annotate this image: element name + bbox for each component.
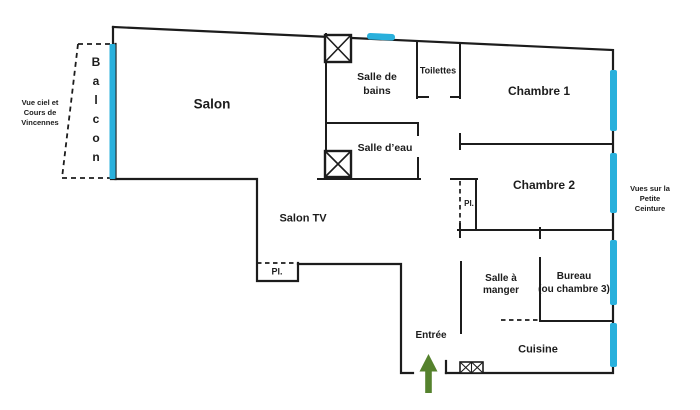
- view-note-right-line2: Petite Ceinture: [634, 194, 666, 213]
- room-label-balcon: Balcon: [89, 55, 103, 169]
- duct-box-icon-bains: [323, 33, 353, 64]
- closet-label-salon-tv: Pl.: [271, 266, 283, 277]
- window-chambre1: [610, 70, 617, 131]
- view-note-right-line1: Vues sur la: [630, 184, 670, 193]
- room-label-salle-de-bains-line1: Salle de: [357, 70, 397, 83]
- room-label-chambre2: Chambre 2: [512, 178, 576, 192]
- closet-label-chambre2: Pl.: [464, 199, 474, 208]
- window-balcony: [109, 44, 116, 179]
- duct-box-icon-eau: [323, 149, 353, 179]
- room-label-salle-a-manger-line1: Salle à: [485, 273, 517, 284]
- view-note-left-line2: Cours de: [23, 108, 57, 117]
- room-label-salle-deau: Salle d’eau: [357, 141, 413, 154]
- room-label-entree: Entrée: [415, 330, 447, 341]
- room-label-salle-a-manger-line2: manger: [482, 285, 520, 296]
- window-top: [367, 33, 396, 41]
- room-label-toilettes: Toilettes: [419, 65, 457, 76]
- duct-box-icon-cuisine: [459, 361, 484, 374]
- balcony-outline: [61, 43, 110, 179]
- room-label-chambre1: Chambre 1: [507, 84, 571, 98]
- view-note-left: Vue ciel et Cours de Vincennes: [21, 98, 58, 128]
- window-bureau: [610, 240, 617, 305]
- window-cuisine: [610, 323, 617, 367]
- room-label-cuisine: Cuisine: [518, 343, 558, 356]
- room-label-bureau-line2: (ou chambre 3): [538, 284, 610, 295]
- dashed-partitions: [257, 181, 538, 321]
- interior-walls: [317, 33, 614, 334]
- window-chambre2: [610, 153, 617, 213]
- view-note-left-line3: Vincennes: [21, 118, 59, 127]
- room-label-bureau-line1: Bureau: [556, 271, 592, 282]
- view-note-left-line1: Vue ciel et: [21, 98, 59, 107]
- view-note-right: Vues sur la Petite Ceinture: [625, 184, 675, 214]
- room-label-salon-tv: Salon TV: [279, 212, 327, 225]
- room-label-salle-de-bains-line2: bains: [363, 84, 391, 97]
- entrance-arrow-icon: [419, 354, 438, 393]
- room-label-salon: Salon: [193, 96, 231, 112]
